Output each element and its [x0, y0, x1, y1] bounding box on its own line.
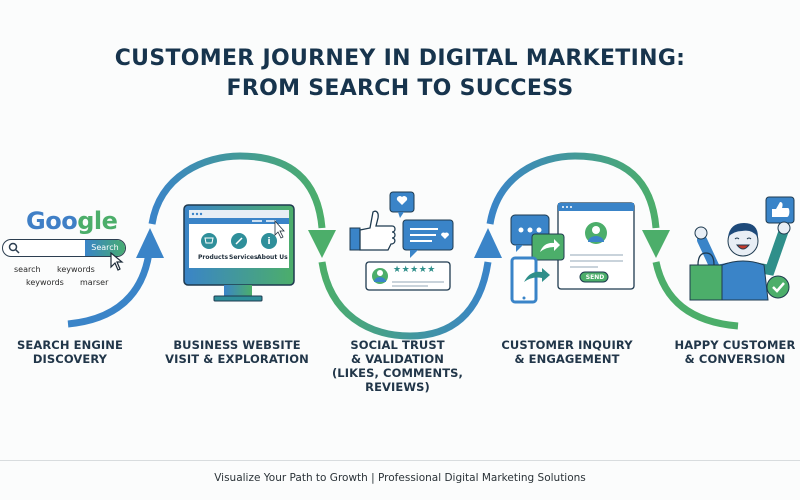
monitor-website-icon: i — [183, 204, 295, 302]
stage-label-social: SOCIAL TRUST & VALIDATION (LIKES, COMMEN… — [330, 338, 465, 394]
label-line: CUSTOMER INQUIRY — [501, 338, 633, 352]
stage-label-inquiry: CUSTOMER INQUIRY & ENGAGEMENT — [497, 338, 637, 366]
title-line-2: FROM SEARCH TO SUCCESS — [226, 76, 574, 101]
inquiry-icon — [510, 202, 635, 304]
label-line: & VALIDATION — [351, 352, 444, 366]
keyword: marser — [80, 278, 109, 287]
label-line: HAPPY CUSTOMER — [674, 338, 796, 352]
stage-label-conversion: HAPPY CUSTOMER & CONVERSION — [670, 338, 800, 366]
search-button[interactable]: Search — [85, 240, 125, 256]
wave-arc-1 — [148, 152, 326, 229]
nav-about-us: About Us — [257, 254, 288, 261]
arrow-up-icon — [136, 228, 164, 258]
footer-tagline: Visualize Your Path to Growth | Professi… — [214, 472, 586, 484]
wave-segment-1 — [67, 244, 154, 328]
star-rating: ★★★★★ — [393, 265, 436, 275]
label-line: BUSINESS WEBSITE — [173, 338, 301, 352]
label-line: REVIEWS) — [365, 380, 430, 394]
page-title: CUSTOMER JOURNEY IN DIGITAL MARKETING: F… — [0, 44, 800, 104]
keyword: keywords — [57, 265, 95, 274]
arrow-up-icon — [474, 228, 502, 258]
nav-products: Products — [198, 254, 229, 261]
stage-label-website: BUSINESS WEBSITE VISIT & EXPLORATION — [162, 338, 312, 366]
label-line: VISIT & EXPLORATION — [165, 352, 309, 366]
label-line: SOCIAL TRUST — [350, 338, 445, 352]
label-line: SEARCH ENGINE — [17, 338, 123, 352]
wave-arc-3 — [486, 152, 660, 229]
wave-segment-end — [652, 261, 739, 330]
label-line: (LIKES, COMMENTS, — [331, 366, 464, 380]
label-line: DISCOVERY — [32, 352, 108, 366]
search-icon — [8, 242, 20, 254]
happy-customer-icon — [689, 196, 795, 301]
cursor-icon — [110, 252, 124, 271]
stage-label-search: SEARCH ENGINE DISCOVERY — [0, 338, 140, 366]
label-line: & ENGAGEMENT — [514, 352, 620, 366]
social-proof-icon — [349, 191, 454, 291]
label-line: & CONVERSION — [684, 352, 786, 366]
wave-arc-2 — [318, 261, 492, 340]
arrow-down-icon — [308, 230, 336, 258]
keyword: search — [14, 265, 41, 274]
title-line-1: CUSTOMER JOURNEY IN DIGITAL MARKETING: — [114, 46, 686, 71]
arrow-down-icon — [642, 230, 670, 258]
search-input[interactable]: Search — [2, 239, 126, 257]
keyword: keywords — [26, 278, 64, 287]
svg-text:i: i — [267, 237, 270, 247]
google-logo: Google — [26, 207, 118, 235]
footer-divider — [0, 460, 800, 461]
send-button[interactable]: SEND — [585, 274, 605, 281]
nav-services: Services — [229, 254, 258, 261]
